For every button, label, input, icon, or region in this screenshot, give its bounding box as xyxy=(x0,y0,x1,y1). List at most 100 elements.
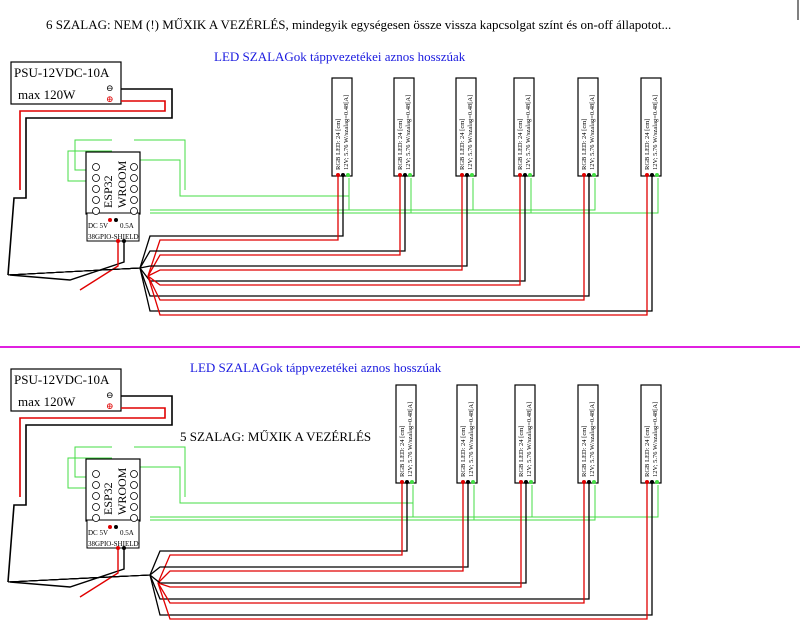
negative-wire xyxy=(139,176,468,269)
negative-wire xyxy=(139,176,344,269)
psu-power-label: max 120W xyxy=(18,87,76,102)
positive-wire xyxy=(147,176,585,301)
strip-pos-terminal xyxy=(336,173,340,177)
esp32-name-label: ESP32 xyxy=(101,175,115,208)
led-strip-label-2: 12V; 5.76 W/szalag=0.48[A] xyxy=(405,95,412,170)
negative-wire xyxy=(7,267,141,276)
negative-wire xyxy=(149,483,590,600)
led-strip-label-1: RGB LED: 24 [cm] xyxy=(581,119,588,170)
esp32-pin xyxy=(92,196,100,204)
psu-model-label: PSU-12VDC-10A xyxy=(14,65,110,80)
signal-wire xyxy=(150,485,659,518)
esp32-module-label: WROOM xyxy=(115,467,129,515)
led-strip-label-2: 12V; 5.76 W/szalag=0.48[A] xyxy=(468,402,475,477)
esp32-pin xyxy=(130,514,138,522)
esp32-pin xyxy=(92,514,100,522)
strip-signal-terminal xyxy=(410,480,414,484)
negative-wire xyxy=(139,176,406,269)
psu-power-label: max 120W xyxy=(18,394,76,409)
esp32-power-pin xyxy=(114,218,118,222)
negative-wire xyxy=(7,88,173,276)
strip-signal-terminal xyxy=(528,173,532,177)
strip-pos-terminal xyxy=(398,173,402,177)
signal-wire xyxy=(150,485,596,521)
led-strip-label-2: 12V; 5.76 W/szalag=0.48[A] xyxy=(652,402,659,477)
led-strip-label-1: RGB LED: 24 [cm] xyxy=(518,426,525,477)
positive-wire xyxy=(19,407,166,497)
signal-wire xyxy=(150,178,659,214)
positive-wire xyxy=(79,241,119,291)
strip-neg-terminal xyxy=(650,480,654,484)
psu-positive-terminal: ⊕ xyxy=(106,94,114,104)
esp32-pin xyxy=(130,470,138,478)
esp32-shield-box xyxy=(86,519,140,549)
esp32-name-label: ESP32 xyxy=(101,482,115,515)
strip-signal-terminal xyxy=(408,173,412,177)
strip-pos-terminal xyxy=(582,480,586,484)
led-strip-label-1: RGB LED: 24 [cm] xyxy=(335,119,342,170)
esp32-dc-label: DC 5V xyxy=(88,529,108,537)
negative-wire xyxy=(139,176,590,297)
negative-wire xyxy=(7,395,173,583)
led-strip-label-2: 12V; 5.76 W/szalag=0.48[A] xyxy=(407,402,414,477)
esp32-dc-label: DC 5V xyxy=(88,222,108,230)
esp32-pin xyxy=(130,207,138,215)
esp32-pin xyxy=(92,163,100,171)
positive-wire xyxy=(157,483,648,620)
strip-signal-terminal xyxy=(655,480,659,484)
esp32-pin xyxy=(92,503,100,511)
bottom-title: 5 SZALAG: MŰXIK A VEZÉRLÉS xyxy=(180,429,372,444)
esp32-pin xyxy=(130,196,138,204)
signal-wire xyxy=(134,159,349,197)
signal-wire xyxy=(134,466,413,504)
strip-signal-terminal xyxy=(592,480,596,484)
signal-wire xyxy=(150,178,474,211)
top-title: 6 SZALAG: NEM (!) MŰXIK A VEZÉRLÉS, mind… xyxy=(46,17,672,32)
negative-wire xyxy=(139,176,526,282)
strip-signal-terminal xyxy=(471,480,475,484)
esp32-current-label: 0.5A xyxy=(120,222,134,230)
led-strip-label-2: 12V; 5.76 W/szalag=0.48[A] xyxy=(343,95,350,170)
led-strip-label-1: RGB LED: 24 [cm] xyxy=(399,426,406,477)
strip-pos-terminal xyxy=(645,173,649,177)
strip-neg-terminal xyxy=(650,173,654,177)
strip-neg-terminal xyxy=(341,173,345,177)
esp32-pin xyxy=(92,207,100,215)
negative-wire xyxy=(7,574,151,583)
positive-wire xyxy=(147,176,463,277)
strip-signal-terminal xyxy=(529,480,533,484)
negative-wire xyxy=(149,483,527,584)
strip-neg-terminal xyxy=(523,173,527,177)
strip-neg-terminal xyxy=(587,480,591,484)
strip-pos-terminal xyxy=(400,480,404,484)
esp32-pin xyxy=(130,185,138,193)
strip-signal-terminal xyxy=(655,173,659,177)
positive-wire xyxy=(157,483,585,604)
psu-positive-terminal: ⊕ xyxy=(106,401,114,411)
positive-wire xyxy=(147,176,401,277)
strip-neg-terminal xyxy=(405,480,409,484)
led-strip-label-1: RGB LED: 24 [cm] xyxy=(644,119,651,170)
esp32-current-label: 0.5A xyxy=(120,529,134,537)
negative-wire xyxy=(139,176,653,312)
psu-negative-terminal: ⊖ xyxy=(106,83,114,93)
positive-wire xyxy=(147,176,648,316)
positive-wire xyxy=(157,483,464,584)
bottom-subtitle: LED SZALAGok táppvezetékei aznos hosszúa… xyxy=(190,360,442,375)
strip-pos-terminal xyxy=(518,173,522,177)
esp32-pin xyxy=(130,481,138,489)
positive-wire xyxy=(147,176,339,277)
negative-wire xyxy=(149,483,408,576)
positive-wire xyxy=(157,483,522,588)
top-subtitle: LED SZALAGok táppvezetékei aznos hosszúa… xyxy=(214,49,466,64)
esp32-power-pin xyxy=(114,525,118,529)
positive-wire xyxy=(157,483,403,584)
positive-wire xyxy=(79,548,119,598)
psu-box xyxy=(10,368,122,412)
negative-wire xyxy=(149,483,653,616)
esp32-module-label: WROOM xyxy=(115,160,129,208)
led-strip-label-2: 12V; 5.76 W/szalag=0.48[A] xyxy=(652,95,659,170)
strip-signal-terminal xyxy=(592,173,596,177)
